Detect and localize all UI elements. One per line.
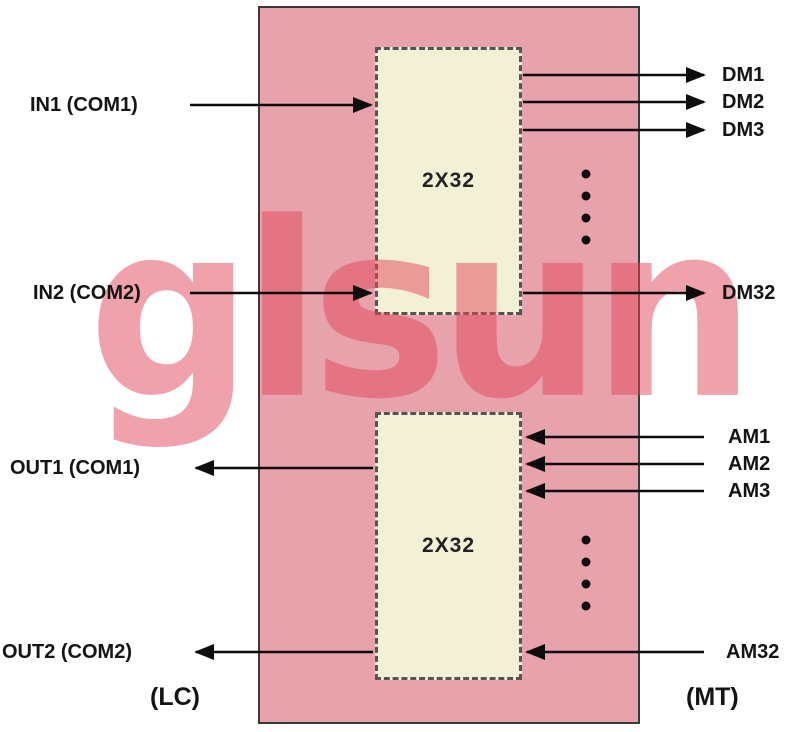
ellipsis-dot <box>581 557 591 567</box>
port-label-am32: AM32 <box>726 641 780 663</box>
ellipsis-dot <box>581 601 591 611</box>
port-label-am1: AM1 <box>728 426 771 448</box>
ellipsis-dot <box>581 535 591 545</box>
port-label-dm2: DM2 <box>722 91 765 113</box>
port-label-out2: OUT2 (COM2) <box>2 641 132 663</box>
port-label-dm32: DM32 <box>722 282 776 304</box>
port-label-am3: AM3 <box>728 480 771 502</box>
port-label-dm1: DM1 <box>722 64 765 86</box>
ellipsis-dot <box>581 235 591 245</box>
mux-module-top-label: 2X32 <box>421 169 476 192</box>
port-label-dm3: DM3 <box>722 119 765 141</box>
port-label-out1: OUT1 (COM1) <box>10 457 140 479</box>
ellipsis-dot <box>581 191 591 201</box>
ellipsis-dot <box>581 213 591 223</box>
ellipsis-dots-top <box>581 169 591 245</box>
port-label-am2: AM2 <box>728 453 771 475</box>
mux-module-bottom: 2X32 <box>375 412 522 680</box>
ellipsis-dots-bottom <box>581 535 591 611</box>
ellipsis-dot <box>581 579 591 589</box>
mux-module-top: 2X32 <box>375 47 522 315</box>
ellipsis-dot <box>581 169 591 179</box>
connector-label-mt: (MT) <box>686 683 739 711</box>
connector-label-lc: (LC) <box>150 683 200 711</box>
mux-module-bottom-label: 2X32 <box>421 534 476 557</box>
port-label-in1: IN1 (COM1) <box>30 94 138 116</box>
port-label-in2: IN2 (COM2) <box>33 282 141 304</box>
